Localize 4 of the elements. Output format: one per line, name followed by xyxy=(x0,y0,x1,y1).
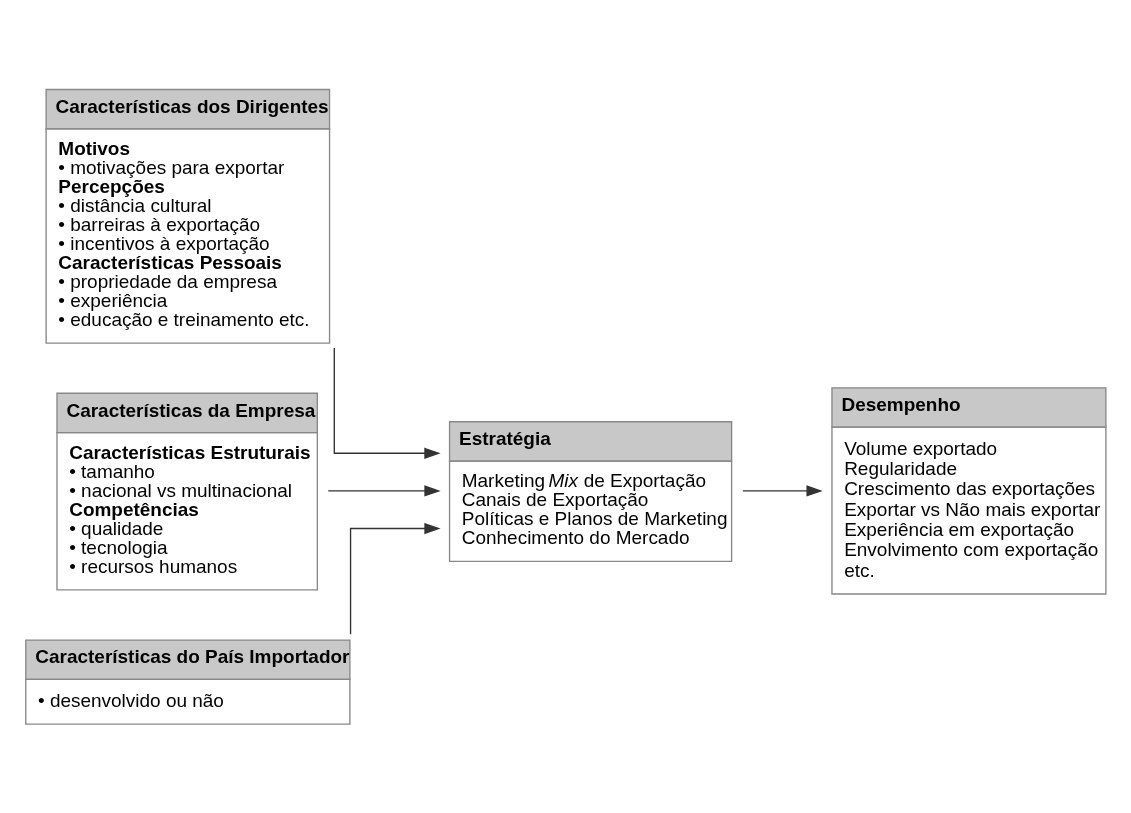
arrow xyxy=(349,522,441,636)
arrow xyxy=(333,347,441,459)
arrow xyxy=(327,485,441,497)
arrow xyxy=(742,485,823,497)
